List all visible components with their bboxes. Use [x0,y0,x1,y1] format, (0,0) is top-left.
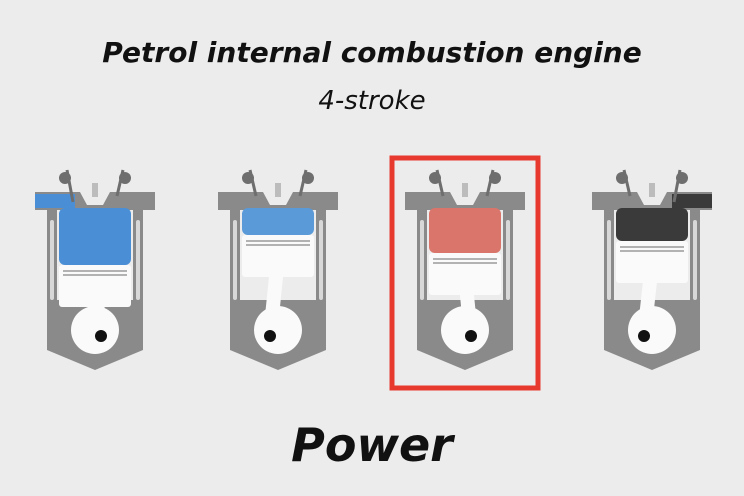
connecting-rod [88,280,108,343]
engine-exhaust [592,169,712,370]
coolant-channel-left [420,220,424,300]
exhaust-cam [489,172,501,184]
intake-cam [429,172,441,184]
intake-cam [59,172,71,184]
engine-intake [35,169,155,370]
highlight-frame [389,155,541,391]
cylinder-head [405,192,525,210]
crank-pin [95,330,107,342]
engine-power [389,155,541,391]
combustion-chamber-gas [616,208,688,241]
combustion-chamber-gas [59,208,131,265]
coolant-channel-right [136,220,140,300]
exhaust-cam [119,172,131,184]
intake-cam [616,172,628,184]
diagram-title: Petrol internal combustion engine [102,36,642,69]
intake-cam [242,172,254,184]
spark-plug [649,183,655,197]
coolant-channel-right [506,220,510,300]
crank-pin [638,330,650,342]
coolant-channel-left [607,220,611,300]
stroke-stage-label: Power [291,418,453,472]
coolant-channel-right [693,220,697,300]
exhaust-cam [302,172,314,184]
connecting-rod [263,250,285,343]
intake-port-gas [35,194,75,208]
combustion-chamber-gas [242,208,314,235]
coolant-channel-right [319,220,323,300]
spark-plug [275,183,281,197]
connecting-rod [637,256,659,343]
coolant-channel-left [233,220,237,300]
coolant-channel-left [50,220,54,300]
crank-pin [465,330,477,342]
combustion-chamber-gas [429,208,501,253]
crank-pin [264,330,276,342]
exhaust-port-gas [672,194,712,208]
engine-compression [218,169,338,370]
diagram-subtitle: 4-stroke [318,86,426,116]
exhaust-cam [676,172,688,184]
spark-plug [462,183,468,197]
connecting-rod [458,268,478,343]
cylinder-head [218,192,338,210]
spark-plug [92,183,98,197]
